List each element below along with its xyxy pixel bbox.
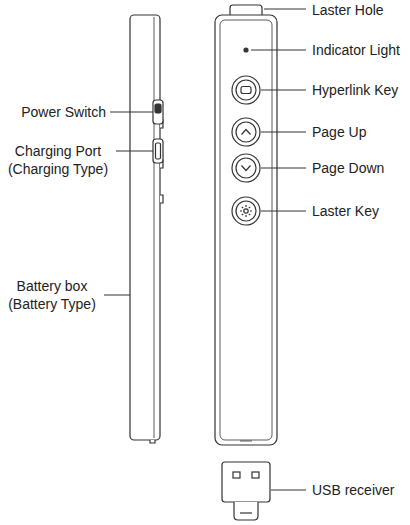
- key-inner: [236, 201, 256, 221]
- hyperlink-key: [232, 76, 260, 104]
- usb-hole: [233, 472, 240, 478]
- page-up-key: [232, 118, 260, 146]
- charging-port: [153, 139, 163, 163]
- usb-grip: [234, 502, 258, 520]
- laser-key: [232, 197, 260, 225]
- leader-line: [261, 90, 306, 91]
- bottom-mark: [240, 441, 252, 442]
- part-label: Page Down: [312, 159, 407, 177]
- leader-line: [116, 151, 153, 152]
- front-body: [215, 15, 277, 445]
- laser-cap: [230, 5, 262, 15]
- key-inner: [236, 80, 256, 100]
- leader-line: [261, 168, 306, 169]
- up-icon: [242, 130, 251, 135]
- laser-icon: [244, 209, 248, 213]
- part-label: Indicator Light: [312, 41, 407, 59]
- part-label: Power Switch: [2, 103, 106, 121]
- side-notch: [150, 440, 155, 443]
- side-edge: [154, 17, 155, 438]
- hyperlink-icon: [241, 87, 251, 94]
- leader-line: [261, 211, 306, 212]
- leader-line: [271, 490, 306, 491]
- page-down-key: [232, 154, 260, 182]
- laser-rays: [240, 205, 252, 217]
- usb-plug: [222, 462, 270, 502]
- leader-lines: [104, 9, 306, 490]
- leader-line: [104, 295, 130, 296]
- side-body: [130, 15, 160, 440]
- front-panel: [220, 20, 272, 440]
- usb-hole: [252, 472, 259, 478]
- leader-line: [110, 112, 153, 113]
- power-switch: [153, 100, 163, 124]
- part-label: Charging Port (Charging Type): [2, 142, 114, 178]
- indicator-dot: [244, 48, 248, 52]
- key-inner: [236, 158, 256, 178]
- part-label: Battery box (Battery Type): [2, 277, 102, 313]
- leader-line: [261, 132, 306, 133]
- key-inner: [236, 122, 256, 142]
- leader-line: [251, 50, 306, 51]
- down-icon: [242, 166, 251, 171]
- usb-grip-mark: [240, 512, 252, 513]
- part-label: Page Up: [312, 123, 407, 141]
- part-label: Laster Hole: [312, 1, 407, 19]
- part-label: Hyperlink Key: [312, 81, 407, 99]
- leader-line: [264, 9, 306, 10]
- part-label: USB receiver: [312, 481, 407, 499]
- part-label: Laster Key: [312, 202, 407, 220]
- switch-knob: [155, 104, 161, 113]
- port-slot: [156, 143, 161, 159]
